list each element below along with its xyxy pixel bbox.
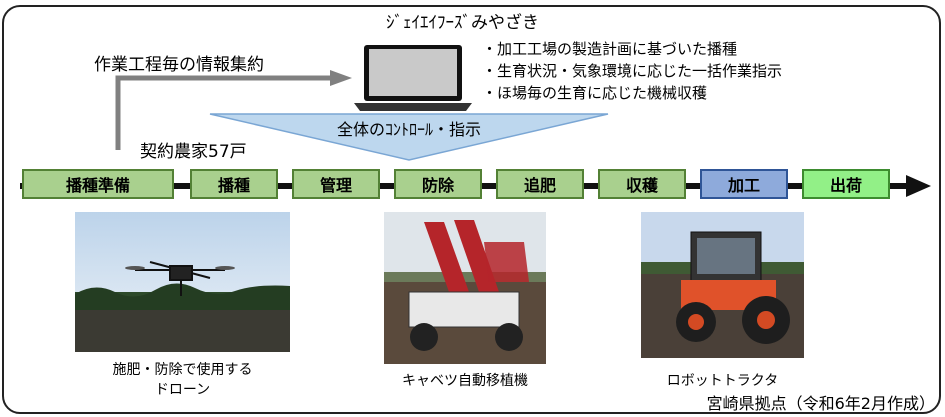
tractor-photo bbox=[641, 212, 804, 358]
company-name: ｼﾞｪｲｴｲﾌｰｽﾞみやざき bbox=[386, 13, 539, 33]
tractor-caption: ロボットトラクタ bbox=[666, 373, 779, 389]
drone-caption: 施肥・防除で使用する ドローン bbox=[80, 360, 285, 400]
diagram-frame bbox=[2, 5, 941, 414]
step-fertilizing: 追肥 bbox=[496, 169, 584, 199]
footer-location: 宮崎県拠点（令和6年2月作成） bbox=[706, 394, 935, 413]
bullet-item: ・ほ場毎の生育に応じた機械収穫 bbox=[482, 84, 708, 102]
step-management: 管理 bbox=[292, 169, 380, 199]
contract-farmers-label: 契約農家57戸 bbox=[140, 142, 247, 162]
transplanter-photo bbox=[384, 212, 546, 364]
transplanter-caption: キャベツ自動移植機 bbox=[402, 373, 528, 389]
step-seeding-prep: 播種準備 bbox=[22, 169, 174, 199]
bullet-list: ・加工工場の製造計画に基づいた播種 ・生育状況・気象環境に応じた一括作業指示 ・… bbox=[482, 38, 782, 104]
step-harvest: 収穫 bbox=[598, 169, 686, 199]
control-arrow bbox=[209, 113, 609, 161]
drone-caption-text: 施肥・防除で使用する ドローン bbox=[112, 362, 253, 398]
step-shipping: 出荷 bbox=[802, 169, 890, 199]
bullet-item: ・加工工場の製造計画に基づいた播種 bbox=[482, 40, 738, 58]
bullet-item: ・生育状況・気象環境に応じた一括作業指示 bbox=[482, 62, 783, 80]
control-label: 全体のｺﾝﾄﾛｰﾙ・指示 bbox=[336, 120, 481, 139]
drone-photo bbox=[75, 212, 290, 352]
info-collection-label: 作業工程毎の情報集約 bbox=[94, 55, 264, 75]
step-processing: 加工 bbox=[700, 169, 788, 199]
step-pest-control: 防除 bbox=[394, 169, 482, 199]
laptop-icon bbox=[354, 45, 472, 111]
step-seeding: 播種 bbox=[190, 169, 278, 199]
